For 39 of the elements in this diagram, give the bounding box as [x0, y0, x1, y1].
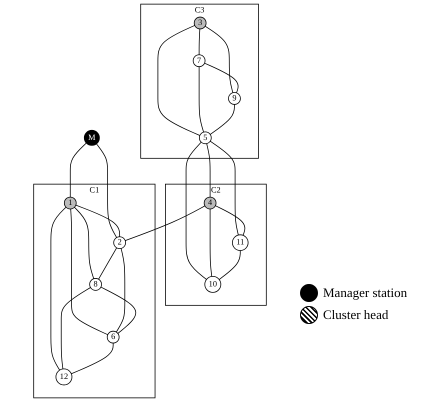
- node-circle: 7: [192, 54, 206, 68]
- node-circle: 10: [204, 276, 222, 293]
- connector: [186, 142, 207, 280]
- connector: [124, 206, 206, 241]
- node-circle: 9: [228, 92, 241, 105]
- connector: [74, 206, 94, 280]
- node-circle: 1: [64, 196, 77, 210]
- connector: [198, 66, 204, 133]
- connector: [100, 286, 136, 334]
- connector: [218, 250, 241, 280]
- connector: [215, 205, 246, 236]
- connector: [60, 287, 91, 370]
- legend-label: Cluster head: [323, 307, 388, 323]
- connector: [70, 208, 108, 336]
- node-circle: 12: [56, 368, 72, 386]
- connector: [204, 26, 234, 94]
- node-circle: 5: [199, 132, 212, 144]
- connector: [96, 143, 118, 238]
- connector: [70, 142, 87, 198]
- node-circle: 3: [194, 16, 206, 30]
- connector: [70, 342, 114, 374]
- connector: [50, 206, 66, 371]
- connector: [75, 204, 120, 238]
- connector: [210, 208, 212, 277]
- node-circle: 2: [113, 236, 126, 249]
- connector: [204, 62, 239, 94]
- connector: [198, 28, 200, 56]
- connector: [158, 25, 200, 136]
- node-circle: M: [84, 130, 100, 146]
- connector: [116, 248, 126, 332]
- connector: [98, 247, 118, 280]
- node-circle: 6: [106, 330, 120, 344]
- node-circle: 11: [232, 234, 249, 251]
- connector: [210, 104, 235, 135]
- node-circle: 8: [89, 278, 102, 291]
- legend-label: Manager station: [323, 285, 408, 301]
- node-circle: 4: [204, 196, 216, 210]
- connector: [210, 140, 239, 236]
- connector: [206, 143, 210, 198]
